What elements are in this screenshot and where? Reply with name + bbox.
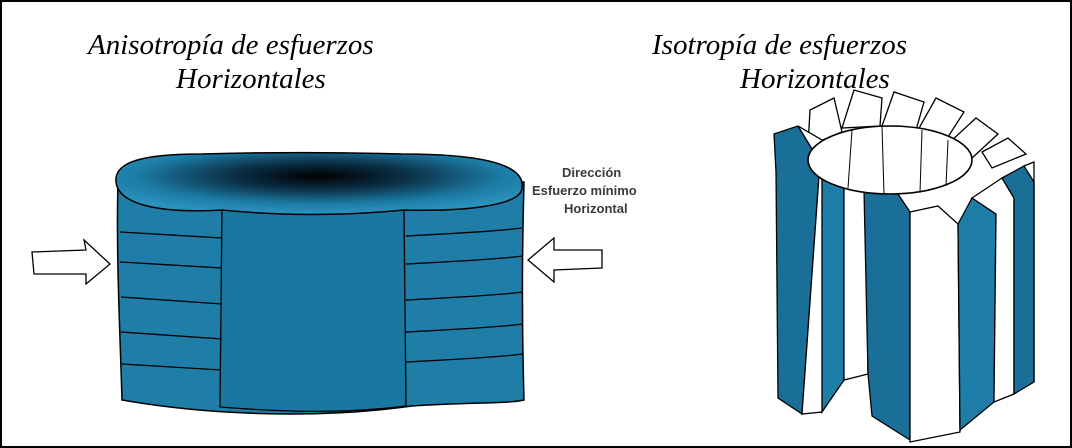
annotation-line2: Esfuerzo mínimo bbox=[532, 183, 637, 198]
right-title-line2: Horizontales bbox=[740, 63, 890, 95]
arrow-right bbox=[526, 236, 603, 284]
left-title-line1: Anisotropía de esfuerzos bbox=[88, 29, 374, 61]
arrow-left bbox=[31, 238, 111, 286]
borehole-opening bbox=[115, 151, 523, 216]
anisotropic-borehole bbox=[115, 151, 525, 415]
isotropic-borehole bbox=[773, 89, 1035, 443]
annotation-line3: Horizontal bbox=[564, 201, 628, 216]
right-title-line1: Isotropía de esfuerzos bbox=[652, 29, 908, 61]
annotation-line1: Dirección bbox=[562, 165, 622, 180]
left-title-line2: Horizontales bbox=[176, 63, 326, 95]
borehole-center-panel bbox=[219, 207, 407, 413]
